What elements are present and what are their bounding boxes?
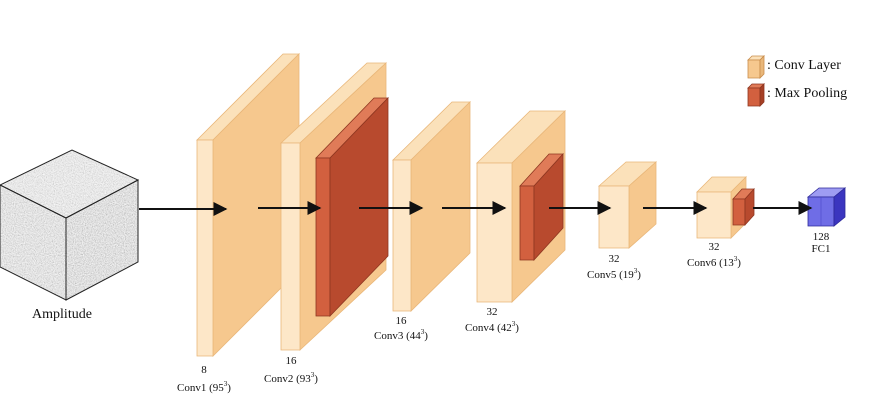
legend: : Conv Layer : Max Pooling: [747, 55, 847, 107]
conv1-channels: 8: [201, 364, 207, 376]
conv6-label: Conv6 (133): [687, 255, 741, 269]
conv5-label: Conv5 (193): [587, 267, 641, 281]
flow-arrows: [139, 201, 813, 216]
conv4-maxpool-block: [519, 152, 564, 262]
conv5-block: [597, 161, 658, 249]
conv2-channels: 16: [286, 355, 298, 367]
legend-conv-label: : Conv Layer: [767, 58, 841, 73]
layer-labels: 8 Conv1 (953) 16 Conv2 (933) 16 Conv3 (4…: [177, 231, 830, 394]
conv1-block: [196, 53, 300, 357]
legend-pool-swatch: [747, 83, 765, 107]
legend-pool-label: : Max Pooling: [767, 86, 847, 101]
conv3-block: [392, 101, 471, 312]
conv4-channels: 32: [487, 306, 498, 318]
fc1-block: [806, 187, 847, 227]
conv6-maxpool-block: [732, 187, 755, 227]
conv3-label: Conv3 (443): [374, 328, 428, 342]
conv1-label: Conv1 (953): [177, 380, 231, 394]
conv4-label: Conv4 (423): [465, 320, 519, 334]
legend-conv-swatch: [747, 55, 765, 79]
conv3-channels: 16: [396, 315, 408, 327]
amplitude-label: Amplitude: [32, 307, 92, 322]
fc1-channels: 128: [813, 231, 830, 243]
conv2-label: Conv2 (933): [264, 371, 318, 385]
amplitude-input-cube: [0, 149, 140, 301]
fc1-label: FC1: [812, 243, 831, 255]
conv5-channels: 32: [609, 253, 620, 265]
conv6-channels: 32: [709, 241, 720, 253]
